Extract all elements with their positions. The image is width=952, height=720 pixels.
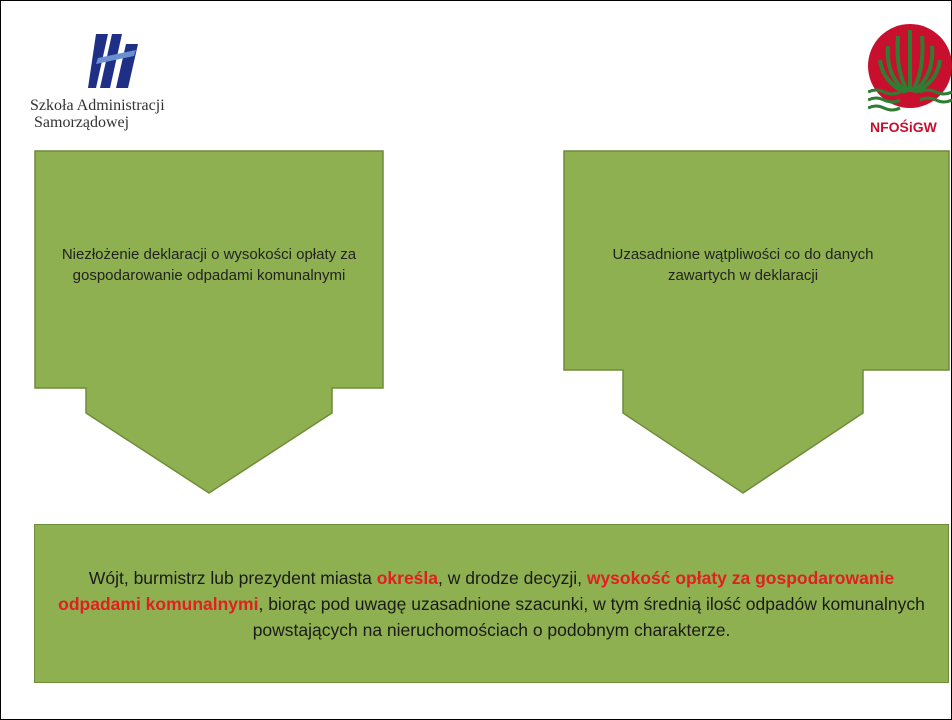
result-part2: , w drodze decyzji, (438, 567, 587, 588)
sas-logo-mark-icon (88, 34, 138, 88)
result-part1: Wójt, burmistrz lub prezydent miasta (88, 567, 377, 588)
left-arrow-box: Niezłożenie deklaracji o wysokości opłat… (34, 150, 384, 495)
result-highlight-okresla: określa (376, 567, 439, 588)
nfosigw-logo-text: NFOŚiGW (870, 119, 937, 132)
result-part3: , biorąc pod uwagę uzasadnione szacunki,… (252, 593, 925, 640)
right-arrow-shape (563, 150, 950, 494)
left-arrow-text: Niezłożenie deklaracji o wysokości opłat… (61, 246, 357, 284)
result-highlight-oplata: wysokość opłaty za gospodarowanie odpada… (58, 567, 895, 614)
result-text: Wójt, burmistrz lub prezydent miasta okr… (35, 565, 948, 643)
left-arrow-shape (34, 150, 384, 494)
sas-logo: Szkoła Administracji Samorządowej (30, 30, 230, 150)
sas-logo-line2: Samorządowej (34, 114, 130, 131)
nfosigw-emblem-icon (868, 24, 952, 112)
sas-logo-line1: Szkoła Administracji (30, 97, 165, 114)
nfosigw-logo: NFOŚiGW (868, 22, 952, 132)
result-box: Wójt, burmistrz lub prezydent miasta okr… (34, 524, 949, 683)
right-arrow-text: Uzasadnione wątpliwości co do danych zaw… (612, 246, 874, 284)
right-arrow-box: Uzasadnione wątpliwości co do danych zaw… (563, 150, 950, 495)
